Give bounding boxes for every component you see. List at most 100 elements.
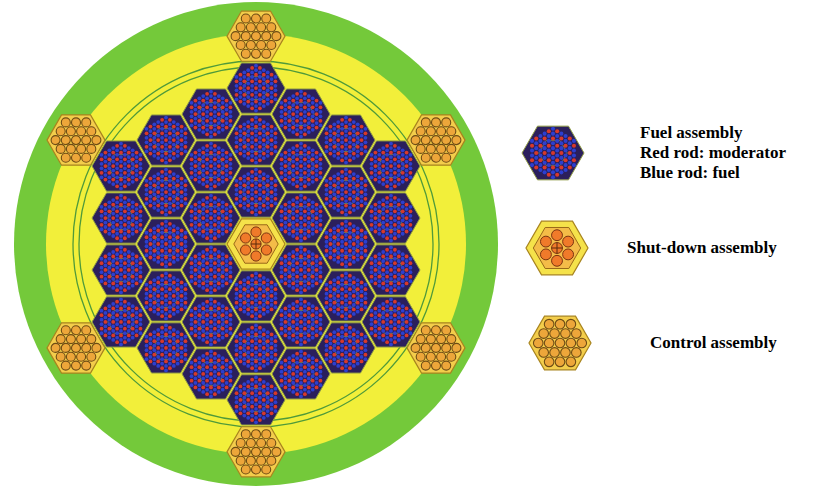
fuel-rod [235, 409, 239, 413]
fuel-rod [262, 152, 266, 156]
fuel-rod [152, 192, 156, 196]
fuel-rod [246, 389, 250, 393]
fuel-rod [119, 146, 123, 150]
fuel-rod [270, 129, 274, 133]
fuel-rod [254, 272, 258, 276]
fuel-rod [131, 284, 135, 288]
fuel-rod [217, 307, 221, 311]
fuel-rod [127, 277, 131, 281]
fuel-rod [104, 212, 108, 216]
fuel-rod [180, 229, 184, 233]
fuel-rod [135, 173, 139, 177]
fuel-rod [242, 362, 246, 366]
fuel-rod [213, 236, 217, 240]
fuel-rod [262, 380, 266, 384]
fuel-rod [274, 400, 278, 404]
fuel-rod [131, 304, 135, 308]
fuel-rod [250, 357, 254, 361]
fuel-rod [180, 294, 184, 298]
fuel-rod [246, 129, 250, 133]
fuel-rod [180, 199, 184, 203]
fuel-rod [156, 337, 160, 341]
fuel-rod [168, 201, 172, 205]
fuel-rod [205, 252, 209, 256]
fuel-rod [239, 77, 243, 81]
fuel-rod [152, 258, 156, 262]
fuel-rod [235, 84, 239, 88]
fuel-rod [194, 320, 198, 324]
fuel-rod [152, 179, 156, 183]
fuel-rod [184, 131, 188, 135]
fuel-rod [152, 174, 156, 178]
fuel-rod [194, 255, 198, 259]
fuel-rod [111, 169, 115, 173]
fuel-rod [239, 407, 243, 411]
fuel-rod [145, 179, 149, 183]
fuel-rod [164, 260, 168, 264]
fuel-rod [201, 164, 205, 168]
fuel-rod [135, 160, 139, 164]
fuel-rod [250, 301, 254, 305]
fuel-rod [176, 145, 180, 149]
fuel-rod [229, 214, 233, 218]
fuel-rod [168, 310, 172, 314]
fuel-rod [246, 199, 250, 203]
fuel-rod [209, 160, 213, 164]
fuel-rod [145, 353, 149, 357]
fuel-rod [164, 317, 168, 321]
fuel-rod [152, 301, 156, 305]
fuel-rod [107, 209, 111, 213]
fuel-rod [258, 97, 262, 101]
fuel-rod [266, 183, 270, 187]
fuel-rod [266, 278, 270, 282]
fuel-rod [239, 333, 243, 337]
fuel-rod [266, 154, 270, 158]
fuel-rod [115, 166, 119, 170]
fuel-rod [250, 400, 254, 404]
fuel-rod [131, 227, 135, 231]
fuel-rod [111, 307, 115, 311]
fuel-rod [246, 407, 250, 411]
fuel-rod [246, 195, 250, 199]
fuel-rod [274, 179, 278, 183]
fuel-rod [229, 205, 233, 209]
fuel-rod [258, 192, 262, 196]
fuel-rod [104, 164, 108, 168]
fuel-rod [266, 197, 270, 201]
fuel-rod [180, 177, 184, 181]
fuel-rod [213, 227, 217, 231]
fuel-rod [119, 169, 123, 173]
fuel-rod [104, 255, 108, 259]
fuel-rod [111, 311, 115, 315]
fuel-rod [127, 178, 131, 182]
reflector-region [46, 34, 466, 454]
fuel-rod [197, 374, 201, 378]
fuel-rod [190, 266, 194, 270]
fuel-rod [229, 365, 233, 369]
fuel-rod [164, 208, 168, 212]
fuel-rod [190, 114, 194, 118]
fuel-rod [239, 91, 243, 95]
fuel-rod [131, 336, 135, 340]
fuel-rod [160, 330, 164, 334]
fuel-rod [127, 234, 131, 238]
fuel-rod [123, 288, 127, 292]
fuel-rod [258, 396, 262, 400]
fuel-rod [201, 316, 205, 320]
fuel-rod [156, 333, 160, 337]
fuel-rod [149, 134, 153, 138]
fuel-rod [190, 175, 194, 179]
fuel-rod [127, 169, 131, 173]
fuel-rod [111, 282, 115, 286]
fuel-rod [225, 169, 229, 173]
fuel-rod [180, 152, 184, 156]
fuel-rod [201, 334, 205, 338]
fuel-rod [194, 99, 198, 103]
fuel-rod [246, 294, 250, 298]
fuel-rod [250, 106, 254, 110]
fuel-rod [205, 184, 209, 188]
fuel-rod [217, 250, 221, 254]
fuel-rod [164, 351, 168, 355]
fuel-rod [254, 420, 258, 424]
fuel-rod [139, 205, 143, 209]
